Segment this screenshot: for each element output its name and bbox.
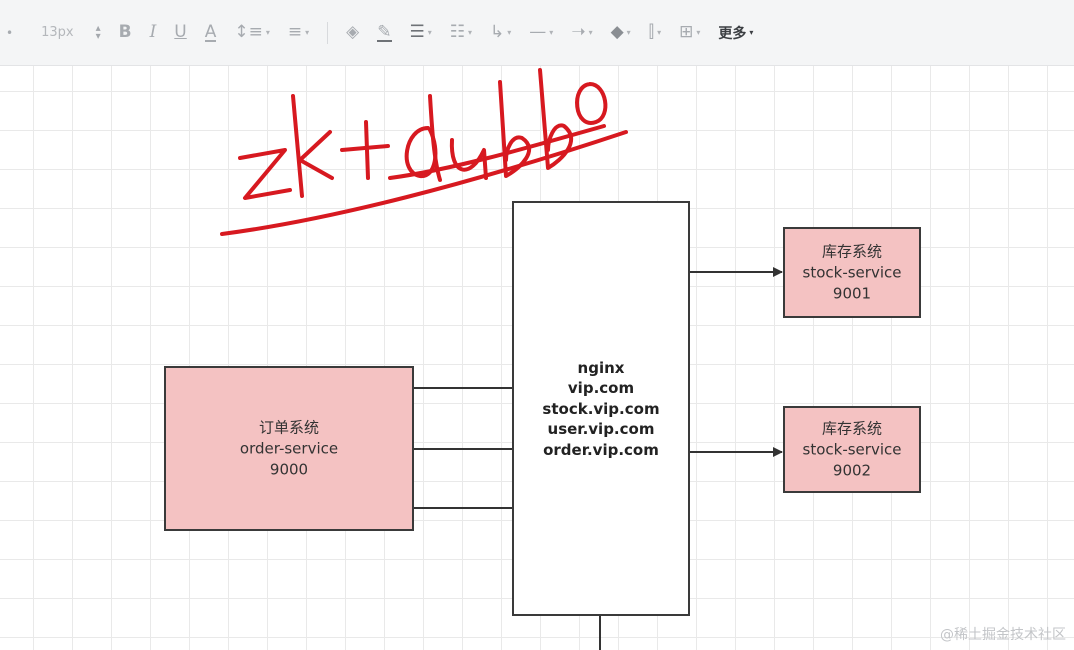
chevron-down-icon: ▾ [507, 28, 512, 37]
fill-button[interactable]: ◈ [346, 18, 359, 48]
align-icon: ≡ [287, 22, 303, 42]
chevron-down-icon: ▾ [427, 28, 432, 37]
toolbar-divider [327, 21, 329, 44]
font-color-icon: A [204, 21, 217, 42]
line-spacing-button[interactable]: ↕≡▾ [234, 18, 270, 48]
line-weight-icon: ☰ [409, 22, 425, 42]
layer-icon: ◆ [610, 22, 624, 42]
arrange-icon: ⫿ [648, 22, 655, 42]
stock1-line: 库存系统 [821, 242, 882, 260]
chevron-down-icon: ▾ [468, 28, 473, 37]
underline-button[interactable]: U [174, 18, 186, 48]
stock2-line: 库存系统 [821, 419, 882, 437]
font-size-input[interactable]: • 13px ▴▾ [6, 18, 101, 48]
nginx-line: stock.vip.com [542, 399, 660, 418]
chevron-down-icon: ▾ [588, 28, 593, 37]
order-line: order-service [239, 439, 339, 457]
arrow-style-icon: ➝ [571, 22, 586, 42]
line-end-button[interactable]: —▾ [529, 18, 553, 48]
chevron-down-icon: ▾ [305, 28, 310, 37]
watermark: @稀土掘金技术社区 [940, 627, 1066, 643]
handwriting-annotation [220, 68, 628, 236]
stock1-line: 9001 [832, 284, 872, 302]
connector-icon: ↳ [490, 22, 505, 42]
more-label: 更多 [718, 25, 747, 42]
arrow-style-button[interactable]: ➝▾ [571, 18, 592, 48]
align-button[interactable]: ≡▾ [288, 18, 309, 48]
grid-icon: ⊞ [679, 22, 694, 42]
dot-icon: • [6, 25, 14, 40]
order-line: 9000 [269, 460, 309, 478]
nginx-node[interactable]: nginx vip.com stock.vip.com user.vip.com… [512, 201, 690, 616]
nginx-line: vip.com [567, 378, 635, 397]
nginx-line: order.vip.com [543, 440, 659, 459]
stock2-line: stock-service [802, 440, 902, 458]
line-weight-button[interactable]: ☰▾ [410, 18, 432, 48]
font-size-value: 13px [41, 25, 74, 40]
line-end-icon: — [529, 22, 547, 42]
arrange-button[interactable]: ⫿▾ [649, 18, 661, 48]
chevron-down-icon: ▾ [657, 28, 662, 37]
italic-icon: I [149, 22, 157, 42]
stock-service-9001-node[interactable]: 库存系统 stock-service 9001 [783, 227, 921, 318]
more-button[interactable]: 更多▾ [718, 18, 753, 48]
chevron-down-icon: ▾ [749, 28, 754, 37]
bold-icon: B [118, 22, 132, 42]
format-toolbar: • 13px ▴▾ B I U A ↕≡▾ ≡▾ ◈ ✎ ☰▾ ☷▾ ↳▾ —▾… [0, 0, 1074, 66]
line-style-button[interactable]: ☷▾ [450, 18, 472, 48]
grid-button[interactable]: ⊞▾ [679, 18, 700, 48]
spinner-icon[interactable]: ▴▾ [95, 22, 101, 42]
chevron-down-icon: ▾ [626, 28, 631, 37]
italic-button[interactable]: I [150, 18, 157, 48]
chevron-down-icon: ▾ [696, 28, 701, 37]
connector-button[interactable]: ↳▾ [490, 18, 511, 48]
stock1-line: stock-service [802, 263, 902, 281]
bold-button[interactable]: B [119, 18, 132, 48]
line-color-button[interactable]: ✎ [377, 18, 392, 48]
stock-service-9002-node[interactable]: 库存系统 stock-service 9002 [783, 406, 921, 493]
line-spacing-icon: ↕≡ [234, 22, 263, 42]
order-service-label: 订单系统 order-service 9000 [166, 417, 412, 480]
nginx-label: nginx vip.com stock.vip.com user.vip.com… [514, 357, 688, 460]
chevron-down-icon: ▾ [549, 28, 554, 37]
stock-service-9001-label: 库存系统 stock-service 9001 [785, 241, 919, 304]
layer-button[interactable]: ◆▾ [611, 18, 631, 48]
stock2-line: 9002 [832, 461, 872, 479]
nginx-line: user.vip.com [547, 419, 655, 438]
order-service-node[interactable]: 订单系统 order-service 9000 [164, 366, 414, 531]
order-line: 订单系统 [258, 418, 319, 436]
nginx-line: nginx [577, 358, 625, 377]
fill-icon: ◈ [346, 22, 360, 42]
stock-service-9002-label: 库存系统 stock-service 9002 [785, 418, 919, 481]
chevron-down-icon: ▾ [265, 28, 270, 37]
line-color-icon: ✎ [377, 21, 392, 42]
font-color-button[interactable]: A [204, 18, 217, 48]
line-style-icon: ☷ [449, 22, 466, 42]
underline-icon: U [174, 22, 187, 42]
